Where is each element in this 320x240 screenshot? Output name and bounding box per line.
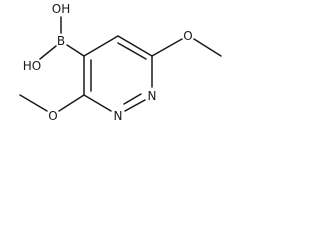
bond-n1-n2-inner bbox=[123, 93, 142, 105]
bond-o-bottom-ch3 bbox=[19, 94, 48, 112]
atom-label-nitrogen-upper: N bbox=[148, 89, 157, 103]
bonds bbox=[19, 16, 222, 112]
atom-label-oxygen-bottom: O bbox=[48, 109, 57, 123]
bond-c5-c6-inner bbox=[117, 42, 147, 60]
bond-n1-n2 bbox=[124, 99, 146, 112]
chemical-structure: OH HO B O N N O bbox=[19, 2, 222, 123]
bond-b-ho-left bbox=[39, 45, 57, 60]
atom-label-oh-top: OH bbox=[52, 2, 70, 16]
atom-label-nitrogen-lower: N bbox=[114, 109, 123, 123]
atom-label-oxygen-right: O bbox=[183, 29, 192, 43]
bond-c3-o-bottom bbox=[58, 94, 85, 112]
bond-c6-o-right bbox=[151, 38, 183, 57]
bond-b-c4 bbox=[66, 44, 85, 57]
atom-labels: OH HO B O N N O bbox=[23, 2, 193, 123]
bond-o-right-ch3 bbox=[193, 38, 222, 57]
atom-label-ho-left: HO bbox=[23, 59, 41, 73]
bond-c5-c6 bbox=[117, 35, 153, 57]
bond-n2-c3 bbox=[83, 94, 112, 112]
atom-label-boron: B bbox=[57, 34, 65, 48]
bond-c4-c5 bbox=[83, 35, 119, 57]
